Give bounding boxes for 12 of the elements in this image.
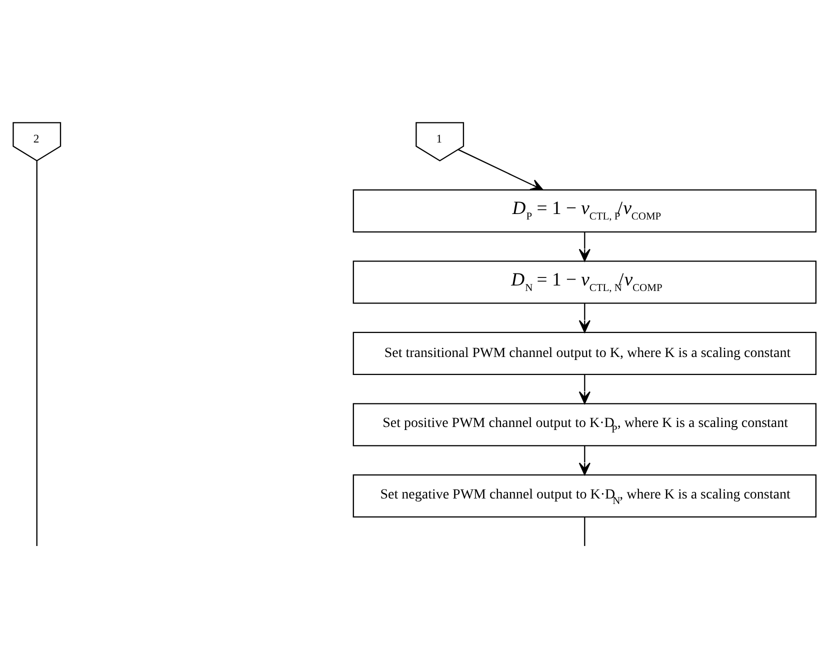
arrow	[578, 374, 590, 404]
node-box: Set negative PWM channel output to K·D$_{N}$, where K is a scaling constant	[352, 474, 816, 518]
node-box: D$_{N}$ = 1 − v$_{CTL, N}$/v$_{COMP}$	[352, 260, 816, 304]
connector	[36, 160, 38, 546]
node-box: Set positive PWM channel output to K·D$_{P}$, where K is a scaling constant	[352, 403, 816, 446]
arrow	[578, 446, 590, 476]
arrow	[578, 232, 590, 262]
node-box: D$_{P}$ = 1 − v$_{CTL, P}$/v$_{COMP}$	[352, 189, 816, 233]
arrow	[458, 149, 544, 190]
arrow	[578, 303, 590, 333]
connector	[584, 517, 586, 546]
node-box: Set transitional PWM channel output to K, where K is a scaling constant	[352, 332, 816, 376]
